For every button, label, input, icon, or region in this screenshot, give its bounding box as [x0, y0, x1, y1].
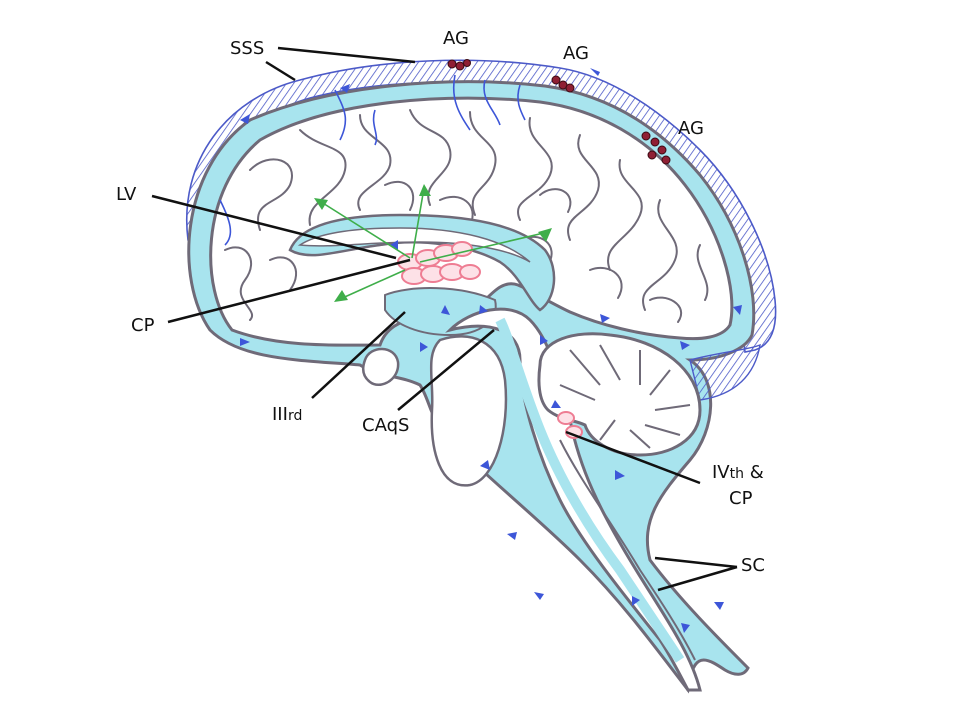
label-third-ventricle-suffix: rd [287, 408, 303, 424]
leader-sss-2 [265, 60, 296, 82]
corpus-callosum [297, 227, 531, 263]
leader-lv [151, 194, 397, 260]
label-caqs: CAqS [362, 415, 410, 436]
label-third-ventricle: IIIrd [272, 404, 302, 427]
label-fourth-ventricle: IVth & [712, 462, 764, 485]
leader-ivth [565, 430, 701, 485]
label-third-ventricle-numeral: III [272, 404, 288, 425]
label-fourth-cp: CP [729, 488, 753, 509]
label-sc: SC [741, 555, 765, 576]
pons [429, 335, 508, 487]
choroid-plexus-fourth [557, 411, 583, 439]
label-fourth-ventricle-suffix: th [729, 466, 744, 482]
label-fourth-ventricle-numeral: IV [712, 462, 730, 483]
cerebellum [537, 332, 702, 457]
label-fourth-ventricle-amp: & [749, 462, 764, 483]
leader-caqs [397, 329, 495, 411]
leader-cp [167, 258, 411, 324]
label-ag-3: AG [678, 118, 704, 139]
arachnoid-granulations [447, 59, 671, 165]
leader-iiird [311, 311, 406, 399]
label-cp: CP [131, 315, 155, 336]
leader-sc-2 [657, 565, 738, 592]
hypothalamic-lobe [361, 347, 400, 387]
label-ag-2: AG [563, 43, 589, 64]
label-sss: SSS [230, 38, 265, 59]
leader-sc-1 [654, 556, 738, 569]
leader-lines [151, 46, 738, 592]
label-lv: LV [116, 184, 137, 205]
central-canal [559, 439, 696, 661]
posterior-hatched-region [689, 343, 761, 401]
cerebral-aqueduct [495, 317, 685, 663]
flow-arrow-icon [240, 68, 742, 633]
vessel-lines [219, 74, 526, 246]
cerebellar-folia [559, 344, 691, 449]
leader-sss-1 [277, 46, 416, 64]
label-ag-1: AG [443, 28, 469, 49]
secretion-arrow-icon [314, 184, 552, 302]
